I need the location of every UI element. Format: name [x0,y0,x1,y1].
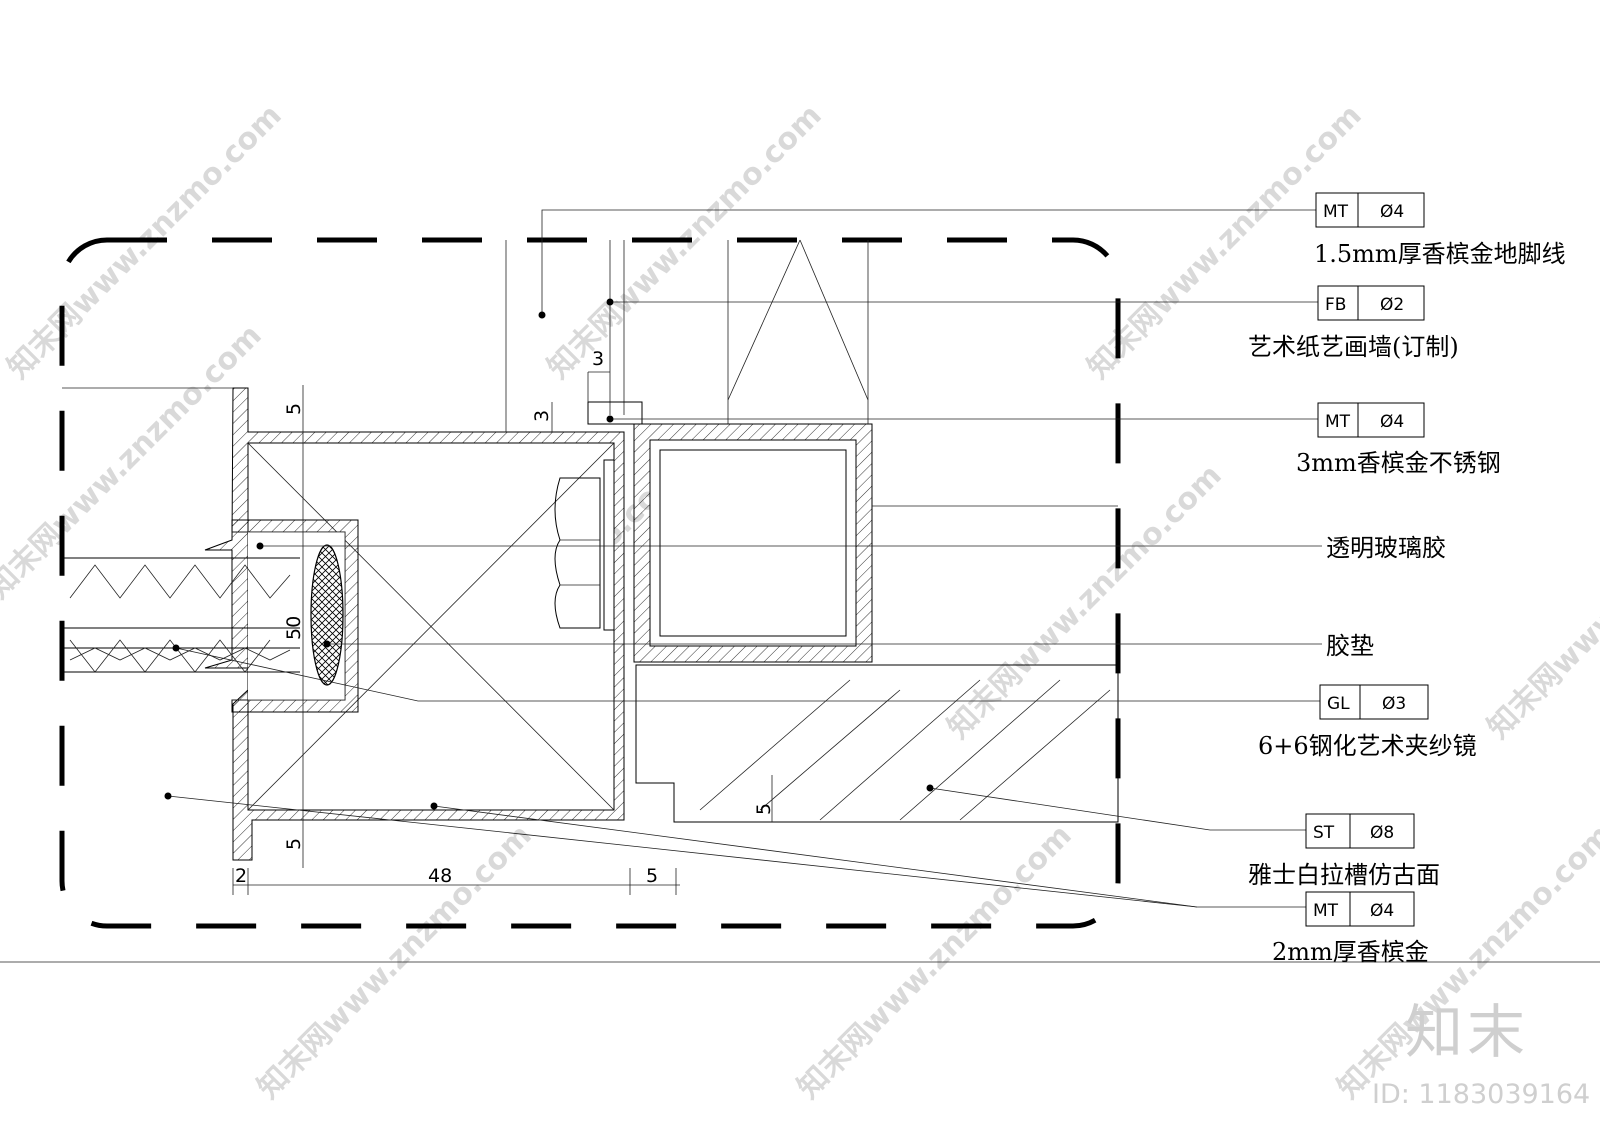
rubber-gasket [310,544,344,686]
callout-tag-8: MT Ø4 2mm厚香槟金 [1272,891,1429,966]
tag-number: Ø4 [1380,202,1404,222]
callout-label: 1.5mm厚香槟金地脚线 [1314,240,1566,268]
tag-code: MT [1313,901,1339,921]
tag-number: Ø8 [1370,823,1394,843]
laminated-glass [62,387,300,673]
callout-label: 3mm香槟金不锈钢 [1296,449,1501,477]
tag-code: MT [1323,202,1349,222]
watermark-text: 知末网www.znzmo.com [941,458,1229,746]
tag-number: Ø2 [1380,295,1404,315]
leader-lines [164,209,1322,908]
image-id: ID: 1183039164 [1372,1079,1590,1110]
square-steel-tube [633,423,873,663]
callout-tag-5: 胶垫 [1326,632,1374,660]
dim-label: 3 [592,348,604,370]
dim-label: 2 [235,865,247,887]
dim-label: 5 [283,403,305,415]
callout-tag-6: GL Ø3 6+6钢化艺术夹纱镜 [1258,684,1477,760]
tag-number: Ø4 [1380,412,1404,432]
tag-code: ST [1313,823,1335,843]
callout-tag-3: MT Ø4 3mm香槟金不锈钢 [1296,402,1501,477]
callout-tag-4: 透明玻璃胶 [1326,534,1446,562]
dim-label: 5 [753,803,775,815]
callout-label: 雅士白拉槽仿古面 [1248,861,1440,889]
dim-label: 50 [283,616,305,640]
tag-code: MT [1325,412,1351,432]
brand-logo: 知末 [1405,998,1529,1066]
stone-base [635,664,1119,823]
tag-code: GL [1327,694,1350,714]
tag-number: Ø4 [1370,901,1394,921]
callout-label: 6+6钢化艺术夹纱镜 [1258,732,1477,760]
callout-tag-2: FB Ø2 艺术纸艺画墙(订制) [1248,285,1459,361]
dim-label: 5 [646,865,658,887]
dim-label: 5 [283,838,305,850]
dim-label: 48 [428,865,452,887]
callout-label: 2mm厚香槟金 [1272,938,1429,966]
tag-code: FB [1325,295,1346,315]
skirting-profile [204,387,625,861]
tag-number: Ø3 [1382,694,1406,714]
callout-label: 胶垫 [1326,632,1374,660]
dim-label: 3 [531,410,553,422]
callout-tag-1: MT Ø4 1.5mm厚香槟金地脚线 [1314,192,1566,268]
upper-wall [505,239,1118,507]
dimension-lines: 5 50 5 3 3 2 48 5 5 [232,348,775,895]
callout-label: 艺术纸艺画墙(订制) [1248,333,1459,361]
watermark-text: 知末网www.znzmo.com [1481,458,1600,746]
callout-label: 透明玻璃胶 [1326,534,1446,562]
callout-tag-7: ST Ø8 雅士白拉槽仿古面 [1248,813,1440,889]
